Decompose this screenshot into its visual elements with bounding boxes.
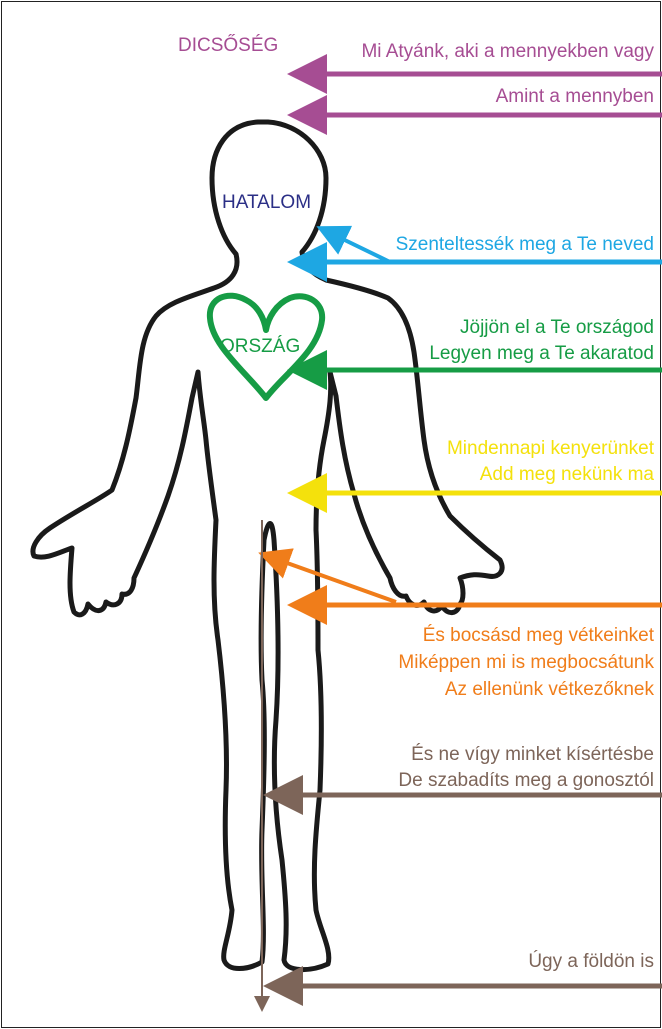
prayer-line-11: És ne vígy minket kísértésbe	[411, 744, 654, 765]
prayer-line-12: De szabadíts meg a gonosztól	[398, 770, 654, 791]
prayer-line-3: Szenteltessék meg a Te neved	[396, 234, 654, 255]
prayer-line-2: Amint a mennyben	[496, 86, 654, 107]
kingdom-label: ORSZÁG	[220, 336, 300, 357]
prayer-line-6: Mindennapi kenyerünket	[447, 438, 655, 459]
prayer-line-4: Jöjjön el a Te országod	[460, 317, 654, 338]
prayer-line-9: Miképpen mi is megbocsátunk	[398, 652, 654, 673]
prayer-line-1: Mi Atyánk, aki a mennyekben vagy	[361, 41, 654, 62]
arrow-name-diagonal	[320, 228, 390, 262]
prayer-line-13: Úgy a földön is	[528, 950, 654, 972]
prayer-line-5: Legyen meg a Te akaratod	[429, 343, 654, 364]
power-label: HATALOM	[222, 192, 311, 213]
prayer-line-8: És bocsásd meg vétkeinket	[423, 625, 655, 646]
prayer-line-7: Add meg nekünk ma	[480, 464, 655, 485]
glory-label: DICSŐSÉG	[178, 34, 278, 56]
prayer-line-10: Az ellenünk vétkezőknek	[445, 679, 655, 700]
arrow-forgive-diagonal	[262, 554, 396, 602]
